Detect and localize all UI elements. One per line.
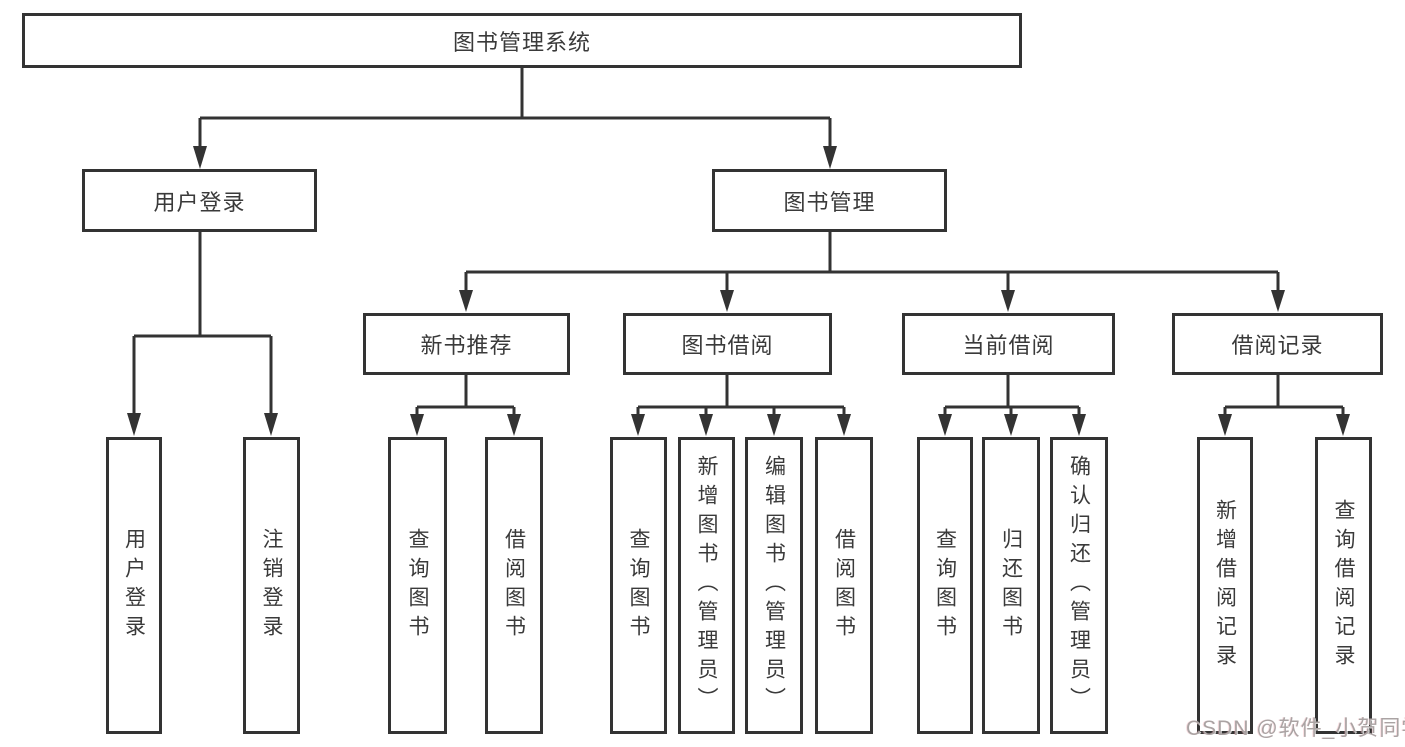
leaf-user-login: 用户登录 bbox=[106, 437, 162, 734]
node-book-management: 图书管理 bbox=[712, 169, 947, 232]
node-label: 用户登录 bbox=[122, 527, 146, 644]
leaf-add-books-admin: 新增图书（管理员） bbox=[678, 437, 735, 734]
node-label: 图书管理系统 bbox=[452, 29, 591, 55]
leaf-query-books-borrow: 查询图书 bbox=[610, 437, 667, 734]
leaf-return-books: 归还图书 bbox=[982, 437, 1040, 734]
node-label: 归还图书 bbox=[999, 527, 1023, 644]
node-label: 当前借阅 bbox=[962, 333, 1055, 358]
node-label: 新书推荐 bbox=[420, 333, 513, 358]
leaf-confirm-return-admin: 确认归还（管理员） bbox=[1050, 437, 1108, 734]
node-user-login: 用户登录 bbox=[82, 169, 317, 232]
node-label: 编辑图书（管理员） bbox=[762, 455, 786, 716]
leaf-logout: 注销登录 bbox=[243, 437, 300, 734]
node-label: 用户登录 bbox=[153, 189, 246, 215]
node-root-library-system: 图书管理系统 bbox=[22, 13, 1022, 68]
node-label: 查询图书 bbox=[406, 527, 430, 644]
leaf-edit-books-admin: 编辑图书（管理员） bbox=[745, 437, 803, 734]
node-label: 确认归还（管理员） bbox=[1067, 455, 1091, 716]
node-borrow-records: 借阅记录 bbox=[1172, 313, 1383, 375]
node-label: 查询图书 bbox=[627, 527, 651, 644]
node-label: 查询图书 bbox=[933, 527, 957, 644]
node-label: 新增借阅记录 bbox=[1213, 498, 1237, 673]
node-label: 查询借阅记录 bbox=[1332, 498, 1356, 673]
node-label: 图书管理 bbox=[783, 189, 876, 215]
node-label: 借阅记录 bbox=[1231, 333, 1324, 358]
leaf-add-borrow-record: 新增借阅记录 bbox=[1197, 437, 1253, 734]
leaf-borrow-books-recommend: 借阅图书 bbox=[485, 437, 543, 734]
node-label: 图书借阅 bbox=[681, 333, 774, 358]
node-label: 借阅图书 bbox=[502, 527, 526, 644]
csdn-watermark: CSDN @软件_小贺同学 bbox=[1186, 717, 1405, 740]
leaf-query-books-recommend: 查询图书 bbox=[388, 437, 447, 734]
leaf-query-borrow-record: 查询借阅记录 bbox=[1315, 437, 1372, 734]
node-current-borrow: 当前借阅 bbox=[902, 313, 1115, 375]
leaf-borrow-books: 借阅图书 bbox=[815, 437, 873, 734]
node-label: 借阅图书 bbox=[832, 527, 856, 644]
leaf-query-books-current: 查询图书 bbox=[917, 437, 973, 734]
node-label: 注销登录 bbox=[260, 527, 284, 644]
node-new-book-recommend: 新书推荐 bbox=[363, 313, 570, 375]
node-label: 新增图书（管理员） bbox=[695, 455, 719, 716]
node-book-borrow: 图书借阅 bbox=[623, 313, 832, 375]
